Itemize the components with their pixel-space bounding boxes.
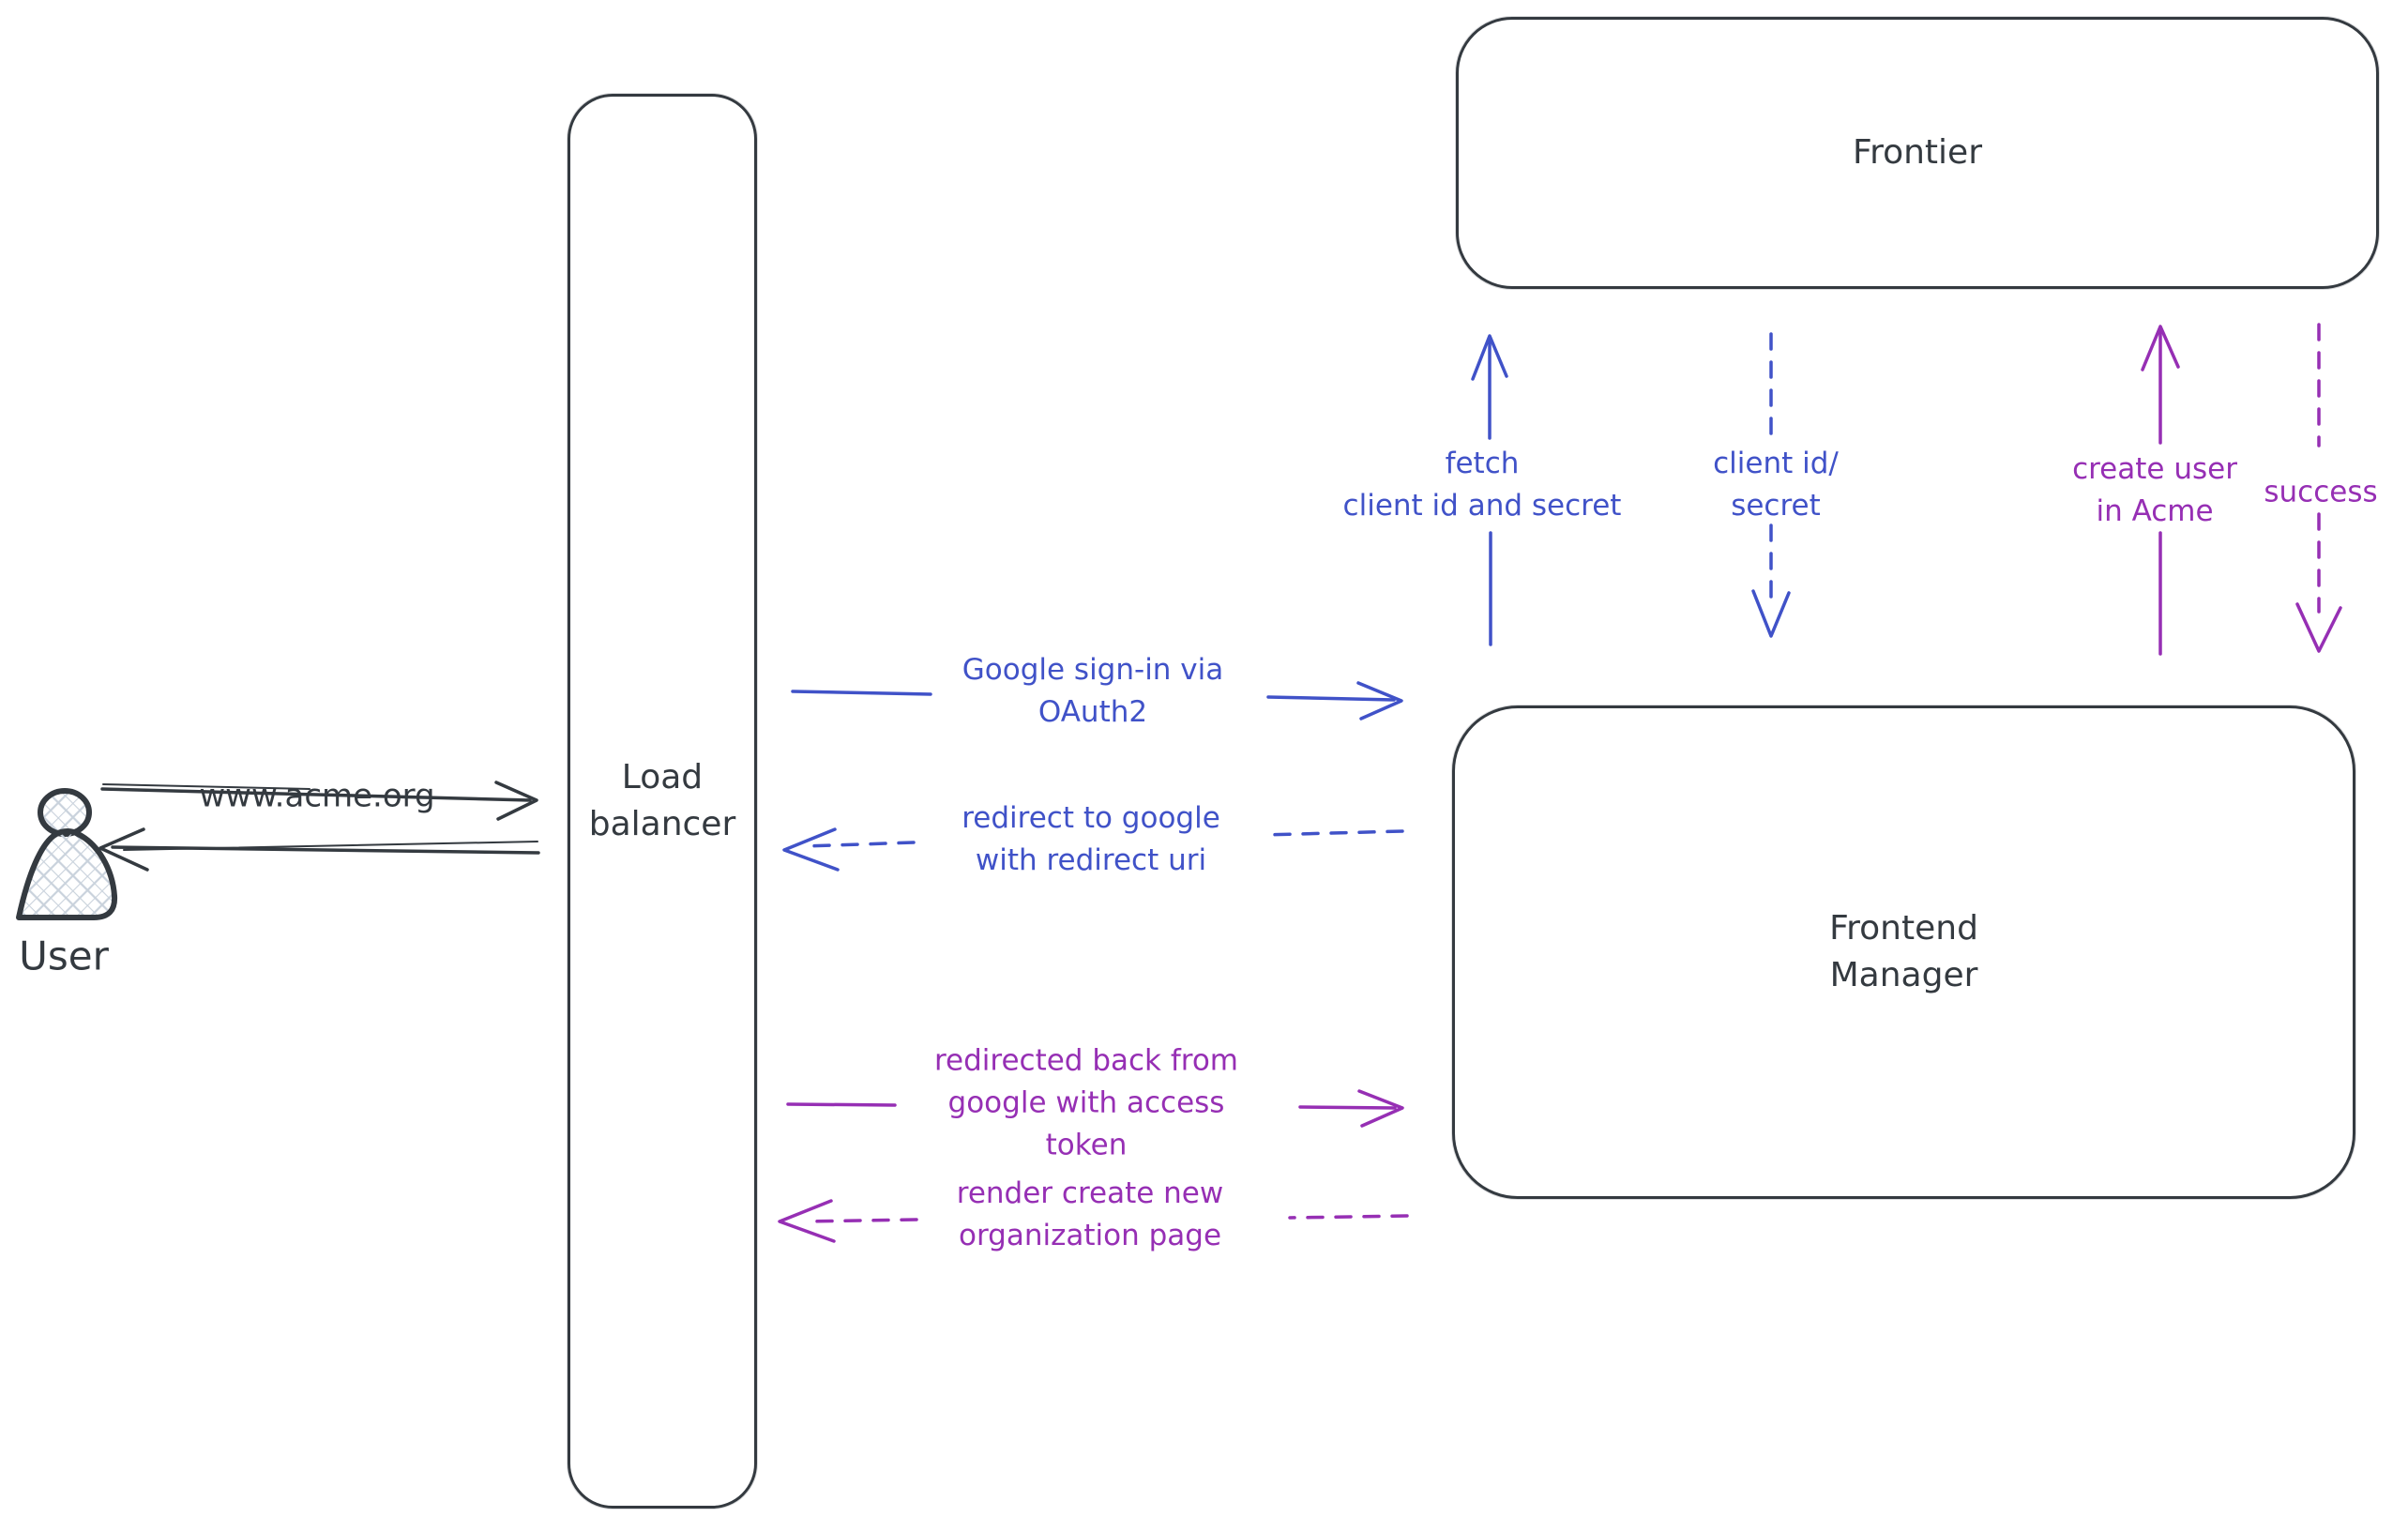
edge-label-client-id-secret: client id/ secret [1713, 447, 1839, 523]
edge-label-create-user: create user in Acme [2072, 452, 2237, 528]
edge-reply-arrow [98, 827, 540, 872]
edge-redirected-back-arrow [786, 1089, 1404, 1128]
edge-client-id-secret-arrow [1751, 332, 1791, 638]
node-frontier: Frontier [1456, 17, 2379, 289]
edge-redirect-google-arrow [782, 827, 1404, 872]
node-load-balancer: Load balancer [568, 94, 757, 1509]
node-frontier-label: Frontier [1852, 133, 1982, 172]
edge-success-arrow [2295, 323, 2342, 653]
edge-label-fetch-client: fetch client id and secret [1342, 447, 1622, 523]
node-load-balancer-label: Load balancer [588, 758, 736, 843]
node-frontend-manager: Frontend Manager [1452, 705, 2355, 1199]
edge-label-www: www.acme.org [199, 777, 435, 815]
edge-fetch-client-arrow [1471, 334, 1508, 646]
edge-google-signin-arrow [791, 681, 1403, 720]
user-label: User [19, 933, 109, 979]
edge-label-google-signin: Google sign-in via OAuth2 [962, 653, 1224, 729]
edge-label-redirect-google: redirect to google with redirect uri [962, 801, 1220, 877]
edge-www-arrow [100, 781, 538, 821]
edge-label-success: success [2264, 475, 2378, 509]
edge-create-user-arrow [2141, 325, 2180, 656]
edge-label-redirected-back: redirected back from google with access … [933, 1043, 1239, 1162]
edge-render-page-arrow [778, 1199, 1409, 1243]
edge-label-render-page: render create new organization page [956, 1176, 1224, 1252]
node-frontend-manager-label: Frontend Manager [1829, 909, 1978, 994]
user-person-icon [16, 788, 118, 920]
